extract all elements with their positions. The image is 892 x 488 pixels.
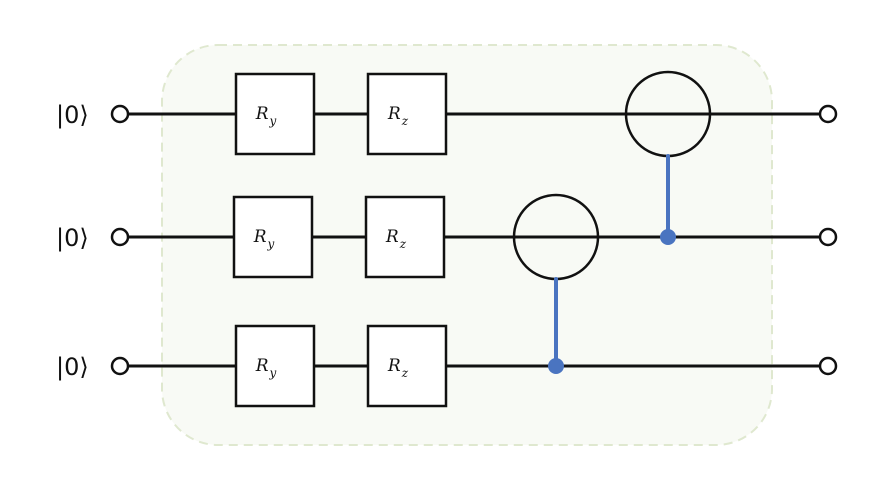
gate-box xyxy=(232,195,314,279)
wire-output-terminal-0 xyxy=(818,104,838,124)
gate-box xyxy=(234,324,316,408)
gate-box xyxy=(366,324,448,408)
wire-input-terminal-2 xyxy=(110,356,130,376)
gate-subscript: z xyxy=(401,366,409,380)
cnot-control-dot-1 xyxy=(660,229,676,245)
gate-subscript: y xyxy=(267,237,275,251)
qubit-label-0: |0⟩ xyxy=(56,101,89,129)
qubit-label-2: |0⟩ xyxy=(56,353,89,381)
cnot-control-dot-0 xyxy=(548,358,564,374)
gate-box xyxy=(234,72,316,156)
wire-input-terminal-0 xyxy=(110,104,130,124)
wire-input-terminal-1 xyxy=(110,227,130,247)
gate-subscript: z xyxy=(401,114,409,128)
gate-box xyxy=(366,72,448,156)
gate-subscript: z xyxy=(399,237,407,251)
qubit-label-1: |0⟩ xyxy=(56,224,89,252)
wire-output-terminal-2 xyxy=(818,356,838,376)
gate-box xyxy=(364,195,446,279)
gate-subscript: y xyxy=(269,366,277,380)
gate-subscript: y xyxy=(269,114,277,128)
wire-output-terminal-1 xyxy=(818,227,838,247)
